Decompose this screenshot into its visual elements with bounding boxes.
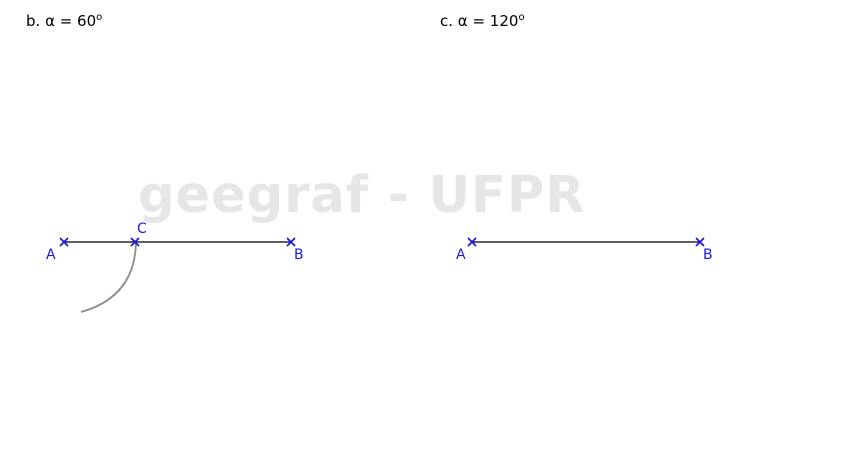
alpha-symbol: α bbox=[457, 12, 468, 30]
point-c-label: C bbox=[137, 221, 147, 237]
watermark: geegraf - UFPR bbox=[138, 166, 586, 225]
caption-b-prefix: b. bbox=[26, 12, 46, 30]
degree-sign: o bbox=[518, 12, 525, 23]
point-c-marker bbox=[130, 237, 140, 247]
point-b-marker bbox=[286, 237, 296, 247]
caption-b-value: = 60 bbox=[54, 12, 97, 30]
point-b-marker bbox=[695, 237, 705, 247]
point-a-marker bbox=[59, 237, 69, 247]
caption-b: b. α = 60o bbox=[26, 12, 102, 30]
caption-c-value: = 120 bbox=[467, 12, 519, 30]
alpha-symbol: α bbox=[45, 12, 55, 30]
panel-c-figure bbox=[467, 237, 705, 247]
point-a-marker bbox=[467, 237, 477, 247]
point-b-label: B bbox=[294, 247, 304, 263]
caption-c-prefix: c. bbox=[440, 12, 458, 30]
caption-c: c. α = 120o bbox=[440, 12, 525, 30]
panel-b-figure bbox=[59, 237, 296, 313]
point-a-label: A bbox=[456, 247, 466, 263]
compass-arc bbox=[80, 241, 137, 313]
degree-sign: o bbox=[96, 12, 103, 23]
point-b-label: B bbox=[703, 247, 713, 263]
point-a-label: A bbox=[46, 247, 56, 263]
